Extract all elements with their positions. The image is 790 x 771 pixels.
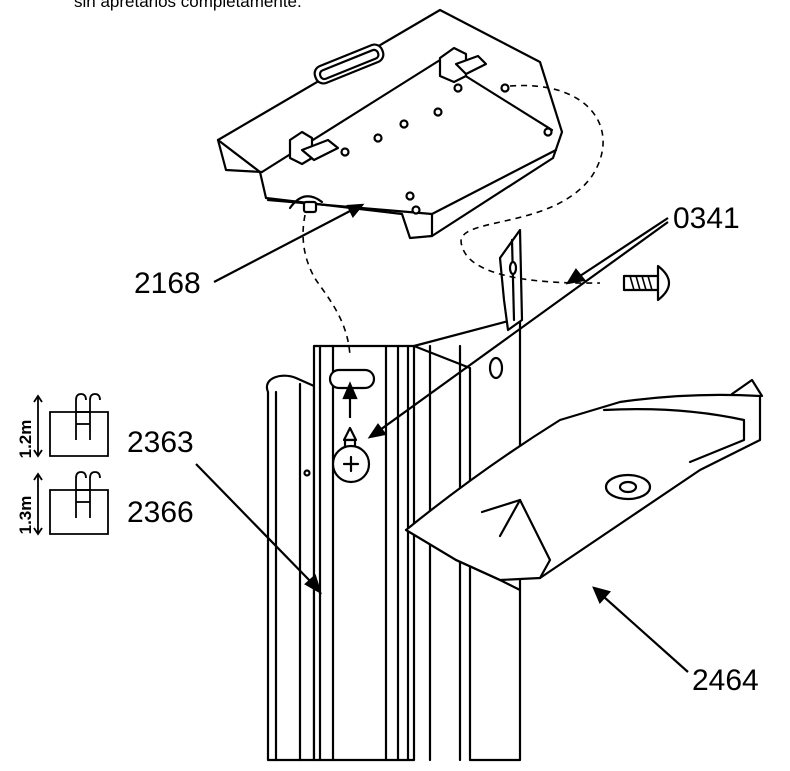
post-screw-part-0341 xyxy=(331,426,371,484)
height-label-1: 1.2m xyxy=(16,420,35,459)
step-bracket-part-2464 xyxy=(404,378,764,592)
pool-ladder-icon xyxy=(33,393,109,458)
dashed-guides xyxy=(302,84,604,357)
callout-2366: 2366 xyxy=(127,496,194,529)
callout-0341: 0341 xyxy=(673,202,740,235)
callout-2363: 2363 xyxy=(127,426,194,459)
height-label-2: 1.3m xyxy=(16,496,35,535)
pool-ladder-icon xyxy=(33,471,109,536)
top-bracket-part-2168 xyxy=(216,8,564,240)
side-screw-part-0341 xyxy=(622,264,671,302)
instruction-caption: sin apretarlos completamente. xyxy=(74,0,302,11)
callout-2168: 2168 xyxy=(134,267,201,300)
callout-2464: 2464 xyxy=(692,664,759,697)
